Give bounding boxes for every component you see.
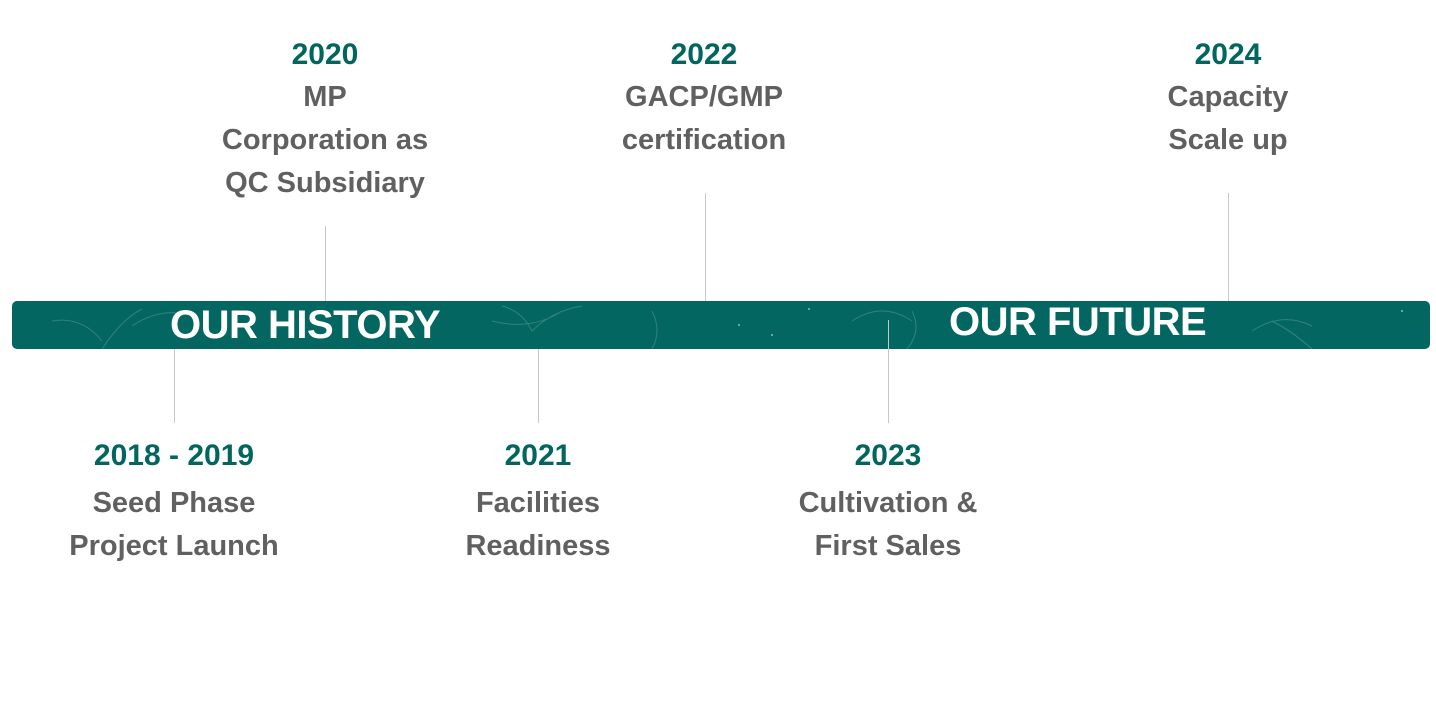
event-2024: 2024 Capacity Scale up	[1068, 33, 1388, 162]
event-2018-2019: 2018 - 2019 Seed Phase Project Launch	[14, 434, 334, 568]
event-label-line: First Sales	[814, 530, 962, 562]
our-history-title: OUR HISTORY	[170, 303, 441, 347]
event-label-line: Facilities	[475, 487, 601, 519]
event-label-line: Capacity	[1167, 81, 1289, 113]
event-2021: 2021 Facilities Readiness	[378, 434, 698, 568]
event-label-line: certification	[621, 124, 787, 156]
our-future-title: OUR FUTURE	[949, 301, 1207, 344]
event-label-line: Corporation as	[221, 124, 429, 156]
event-label-line: Cultivation &	[798, 487, 978, 519]
event-2023: 2023 Cultivation & First Sales	[728, 434, 1048, 568]
event-label-line: GACP/GMP	[625, 81, 783, 113]
connector-2018-2019	[174, 349, 175, 423]
event-label-line: Project Launch	[69, 530, 279, 562]
event-label-line: Seed Phase	[92, 487, 256, 519]
event-year: 2022	[670, 38, 738, 71]
connector-2022	[705, 193, 706, 306]
event-year: 2021	[504, 439, 572, 472]
event-label-line: Readiness	[465, 530, 611, 562]
event-2022: 2022 GACP/GMP certification	[544, 33, 864, 162]
connector-2023	[888, 320, 889, 423]
connector-2021	[538, 349, 539, 423]
timeline-banner: OUR HISTORY OUR FUTURE	[12, 301, 1430, 349]
event-label-line: Scale up	[1168, 124, 1288, 156]
event-year: 2018 - 2019	[93, 439, 255, 472]
event-year: 2020	[291, 38, 359, 71]
event-label-line: QC Subsidiary	[225, 167, 425, 199]
event-2020: 2020 MP Corporation as QC Subsidiary	[165, 33, 485, 205]
event-label-line: MP	[303, 81, 347, 113]
event-year: 2023	[854, 439, 922, 472]
leaf-pattern-decoration	[51, 305, 1403, 349]
connector-2024	[1228, 193, 1229, 306]
event-year: 2024	[1194, 38, 1262, 71]
connector-2020	[325, 226, 326, 306]
